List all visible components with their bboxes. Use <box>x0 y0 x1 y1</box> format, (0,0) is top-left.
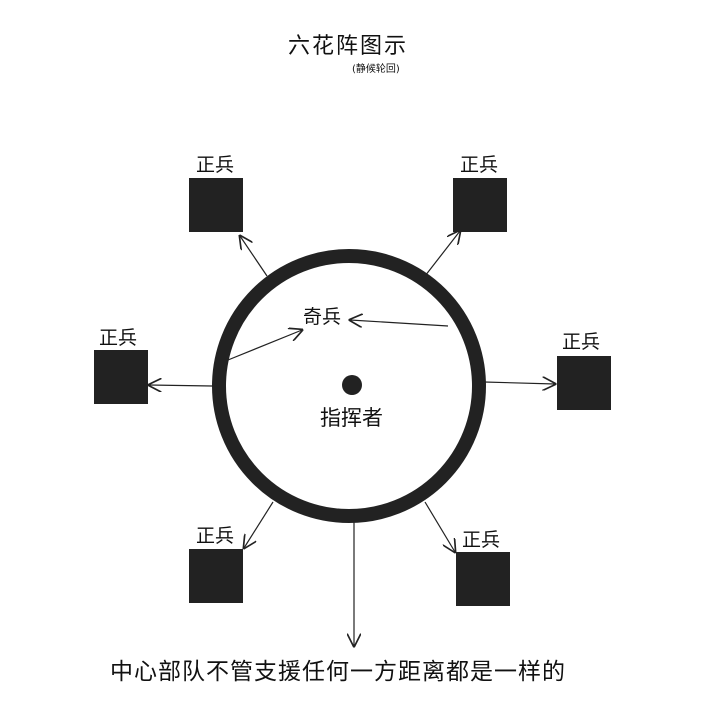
unit-label-bottom-left: 正兵 <box>196 525 235 547</box>
unit-label-left: 正兵 <box>99 327 138 349</box>
arrow-bottom-right <box>424 501 455 552</box>
commander-dot <box>342 375 362 395</box>
unit-label-top-right: 正兵 <box>460 154 499 176</box>
diagram-title: 六花阵图示 <box>288 34 409 59</box>
unit-label-top-left: 正兵 <box>196 154 235 176</box>
unit-square-top-right <box>453 178 507 232</box>
arrow-left <box>149 385 213 386</box>
arrow-inner-right <box>350 320 449 326</box>
unit-square-bottom-left <box>189 549 243 603</box>
unit-label-right: 正兵 <box>562 331 601 353</box>
arrow-right <box>483 382 555 384</box>
arrow-inner-left <box>227 330 302 361</box>
unit-label-bottom-right: 正兵 <box>462 529 501 551</box>
commander-label: 指挥者 <box>320 406 383 430</box>
unit-square-right <box>557 356 611 410</box>
caption: 中心部队不管支援任何一方距离都是一样的 <box>110 659 566 685</box>
unit-square-top-left <box>189 178 243 232</box>
arrow-top-left <box>240 236 268 277</box>
unit-square-bottom-right <box>456 552 510 606</box>
unit-square-left <box>94 350 148 404</box>
inner-unit-label: 奇兵 <box>303 306 342 328</box>
formation-ring <box>212 249 486 523</box>
arrow-top-right <box>424 231 460 277</box>
diagram-subtitle: (静候轮回) <box>352 64 400 75</box>
arrow-bottom-left <box>244 501 274 548</box>
